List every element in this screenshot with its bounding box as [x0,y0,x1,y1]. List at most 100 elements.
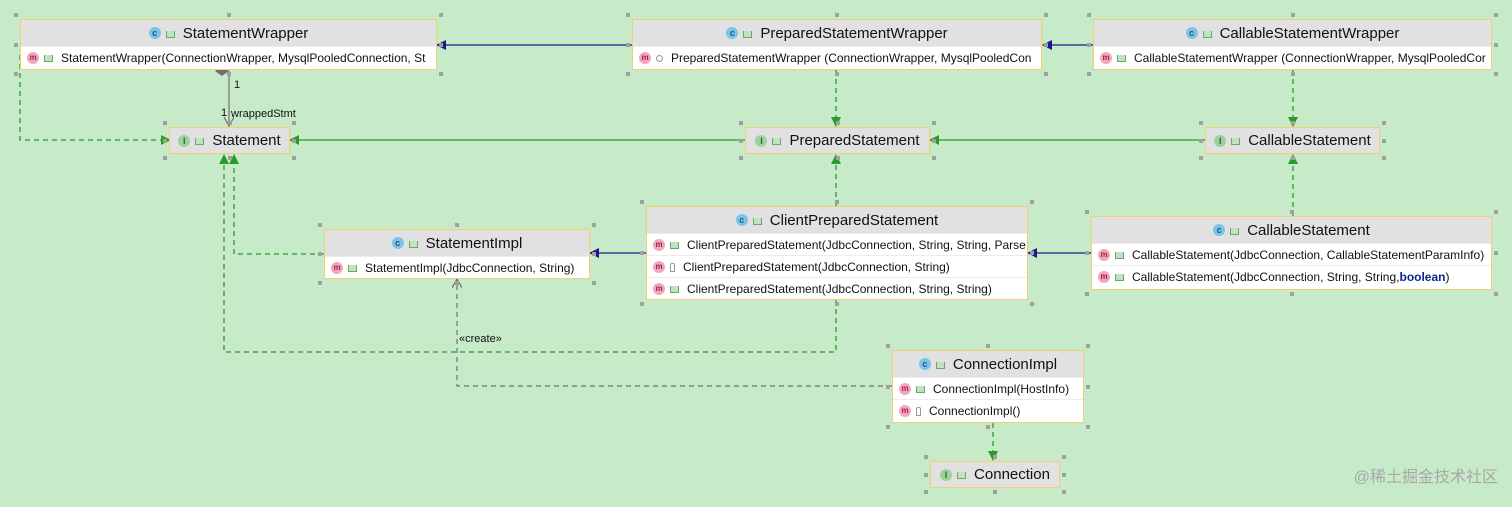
selection-handle[interactable] [14,42,18,47]
selection-handle[interactable] [886,344,890,348]
selection-handle[interactable] [932,138,936,143]
selection-handle[interactable] [1062,472,1066,477]
selection-handle[interactable] [1085,210,1089,214]
selection-handle[interactable] [1494,251,1498,255]
selection-handle[interactable] [1289,210,1294,214]
selection-handle[interactable] [292,138,296,143]
selection-handle[interactable] [592,281,596,285]
selection-handle[interactable] [986,344,990,348]
selection-handle[interactable] [986,425,990,429]
selection-handle[interactable] [318,223,322,227]
selection-handle[interactable] [640,251,644,255]
selection-handle[interactable] [1199,156,1203,160]
selection-handle[interactable] [924,472,928,477]
selection-handle[interactable] [924,455,928,459]
selection-handle[interactable] [318,281,322,285]
selection-handle[interactable] [163,156,167,160]
selection-handle[interactable] [1062,455,1066,459]
selection-handle[interactable] [1044,42,1048,47]
selection-handle[interactable] [1087,72,1091,76]
selection-handle[interactable] [1030,302,1034,306]
selection-handle[interactable] [739,138,743,143]
selection-handle[interactable] [439,42,443,47]
selection-handle[interactable] [739,156,743,160]
selection-handle[interactable] [592,223,596,227]
selection-handle[interactable] [226,13,231,17]
selection-handle[interactable] [318,252,322,256]
selection-handle[interactable] [163,138,167,143]
selection-handle[interactable] [1085,292,1089,296]
selection-handle[interactable] [626,42,630,47]
selection-handle[interactable] [455,223,459,227]
selection-handle[interactable] [886,425,890,429]
selection-handle[interactable] [932,156,936,160]
selection-handle[interactable] [1085,251,1089,255]
selection-handle[interactable] [835,13,839,17]
selection-handle[interactable] [1062,490,1066,494]
selection-handle[interactable] [835,156,840,160]
selection-handle[interactable] [1290,156,1295,160]
selection-handle[interactable] [1382,121,1386,125]
selection-handle[interactable] [1382,156,1386,160]
selection-handle[interactable] [626,13,630,17]
selection-handle[interactable] [227,121,232,125]
selection-handle[interactable] [455,281,459,285]
selection-handle[interactable] [1044,13,1048,17]
selection-handle[interactable] [924,490,928,494]
selection-handle[interactable] [1290,121,1295,125]
selection-handle[interactable] [1030,200,1034,204]
selection-handle[interactable] [1290,72,1295,76]
selection-handle[interactable] [993,490,997,494]
selection-handle[interactable] [1044,72,1048,76]
selection-handle[interactable] [292,156,296,160]
selection-handle[interactable] [1494,72,1498,76]
selection-handle[interactable] [835,302,839,306]
selection-handle[interactable] [640,200,644,204]
selection-handle[interactable] [1030,251,1034,255]
selection-handle[interactable] [1086,384,1090,389]
selection-handle[interactable] [886,384,890,389]
selection-handle[interactable] [439,72,443,76]
selection-handle[interactable] [1494,292,1498,296]
selection-handle[interactable] [14,13,18,17]
selection-handle[interactable] [835,200,839,204]
selection-handle[interactable] [835,121,840,125]
selection-handle[interactable] [1086,344,1090,348]
selection-handle[interactable] [227,156,232,160]
selection-handle[interactable] [835,72,839,76]
selection-handle[interactable] [439,13,443,17]
selection-handle[interactable] [1199,138,1203,143]
selection-handle[interactable] [626,72,630,76]
selection-handle[interactable] [993,455,997,459]
selection-handle[interactable] [1382,138,1386,143]
selection-handle[interactable] [1494,42,1498,47]
selection-handle[interactable] [1494,13,1498,17]
selection-handle[interactable] [1087,13,1091,17]
selection-handle[interactable] [226,72,231,76]
selection-handle[interactable] [739,121,743,125]
selection-handle[interactable] [292,121,296,125]
selection-handle[interactable] [1289,292,1294,296]
selection-handle[interactable] [1199,121,1203,125]
selection-handle[interactable] [1494,210,1498,214]
selection-handle[interactable] [1290,13,1295,17]
